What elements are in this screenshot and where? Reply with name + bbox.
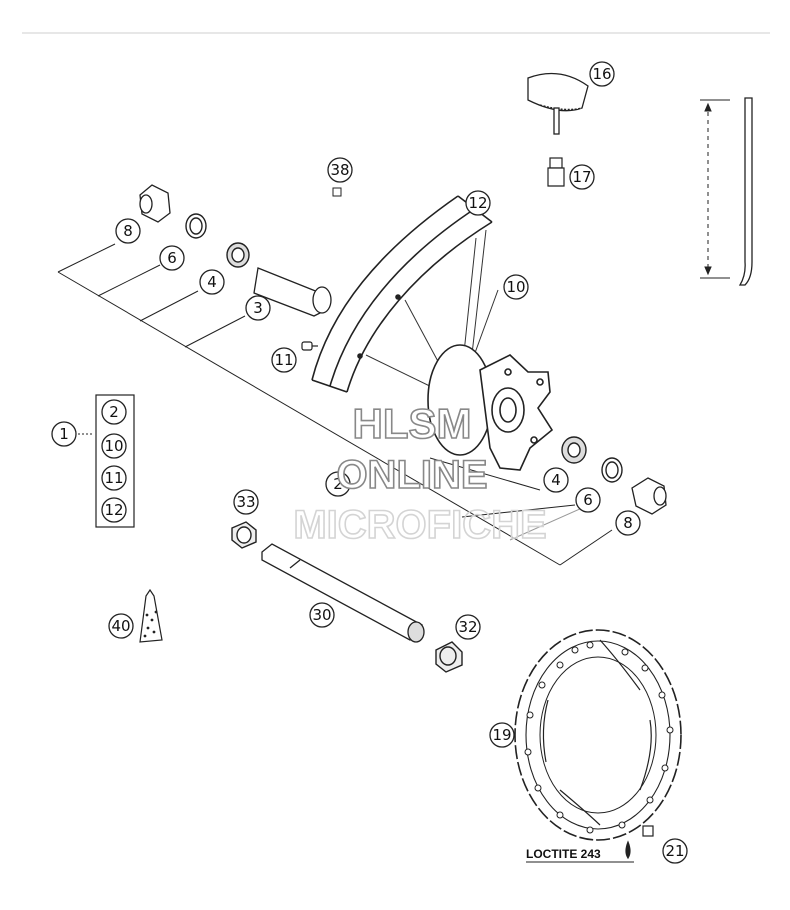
svg-text:32: 32 — [458, 618, 477, 636]
svg-text:4: 4 — [551, 471, 561, 489]
svg-text:16: 16 — [592, 65, 611, 83]
disc-bolt-21 — [625, 825, 654, 860]
callout-33: 33 — [233, 489, 259, 515]
hub — [427, 344, 554, 471]
svg-text:1: 1 — [59, 425, 69, 443]
seal-6-right — [601, 457, 623, 483]
valve-cap-38 — [332, 187, 342, 197]
bearing-4-left — [226, 242, 250, 268]
svg-text:4: 4 — [207, 273, 217, 291]
callout-12-kit: 12 — [101, 497, 127, 523]
loctite-label: LOCTITE 243 — [526, 847, 601, 861]
svg-text:10: 10 — [506, 278, 525, 296]
callout-4-right: 4 — [543, 467, 569, 493]
svg-text:17: 17 — [572, 168, 591, 186]
axle-30 — [261, 543, 425, 643]
repair-kit-box — [95, 394, 135, 528]
brake-disc-19 — [514, 629, 682, 841]
callout-8-left: 8 — [115, 218, 141, 244]
callout-6-left: 6 — [159, 245, 185, 271]
bearing-4-right — [561, 436, 587, 464]
svg-text:2: 2 — [109, 403, 119, 421]
callout-4-left: 4 — [199, 269, 225, 295]
callout-38: 38 — [327, 157, 353, 183]
svg-text:21: 21 — [665, 842, 684, 860]
rim-lock-16 — [527, 72, 589, 135]
callout-1: 1 — [51, 421, 77, 447]
callout-32: 32 — [455, 614, 481, 640]
callout-11: 11 — [271, 347, 297, 373]
svg-text:6: 6 — [167, 249, 177, 267]
axle-clamp-32 — [435, 641, 463, 673]
svg-text:11: 11 — [104, 469, 123, 487]
callout-2: 2 — [325, 471, 351, 497]
spoke-length-gauge — [700, 97, 753, 286]
distance-sleeve-3 — [253, 267, 332, 317]
callout-10-kit: 10 — [101, 433, 127, 459]
spacer-8-right — [631, 477, 667, 515]
grease-tube-40 — [139, 588, 163, 643]
watermark: HLSM ONLINE MICROFICHE — [293, 399, 548, 548]
callout-2-kit: 2 — [101, 399, 127, 425]
svg-text:40: 40 — [111, 617, 130, 635]
svg-text:33: 33 — [236, 493, 255, 511]
callout-19: 19 — [489, 722, 515, 748]
callout-17: 17 — [569, 164, 595, 190]
callout-12: 12 — [465, 190, 491, 216]
nipple-11 — [301, 341, 318, 351]
callouts: 1 2 10 11 12 8 6 4 3 11 38 12 10 16 17 2… — [51, 61, 688, 864]
callout-21: 21 — [662, 838, 688, 864]
nut-17 — [547, 157, 565, 187]
svg-text:8: 8 — [623, 514, 633, 532]
seal-6-left — [185, 213, 207, 239]
callout-6-right: 6 — [575, 487, 601, 513]
callout-30: 30 — [309, 602, 335, 628]
svg-text:8: 8 — [123, 222, 133, 240]
svg-text:12: 12 — [468, 194, 487, 212]
svg-text:30: 30 — [312, 606, 331, 624]
callout-16: 16 — [589, 61, 615, 87]
callout-8-right: 8 — [615, 510, 641, 536]
callout-3: 3 — [245, 295, 271, 321]
callout-40: 40 — [108, 613, 134, 639]
svg-text:10: 10 — [104, 437, 123, 455]
svg-text:MICROFICHE: MICROFICHE — [293, 503, 546, 547]
svg-text:11: 11 — [274, 351, 293, 369]
svg-text:HLSM: HLSM — [353, 400, 472, 447]
svg-text:ONLINE: ONLINE — [336, 453, 487, 497]
svg-text:3: 3 — [253, 299, 263, 317]
callout-10: 10 — [503, 274, 529, 300]
svg-text:6: 6 — [583, 491, 593, 509]
svg-text:19: 19 — [492, 726, 511, 744]
callout-11-kit: 11 — [101, 465, 127, 491]
svg-text:2: 2 — [333, 475, 343, 493]
svg-text:38: 38 — [330, 161, 349, 179]
svg-text:12: 12 — [104, 501, 123, 519]
spacer-8-left — [139, 184, 171, 223]
axle-nut-33 — [231, 521, 257, 549]
